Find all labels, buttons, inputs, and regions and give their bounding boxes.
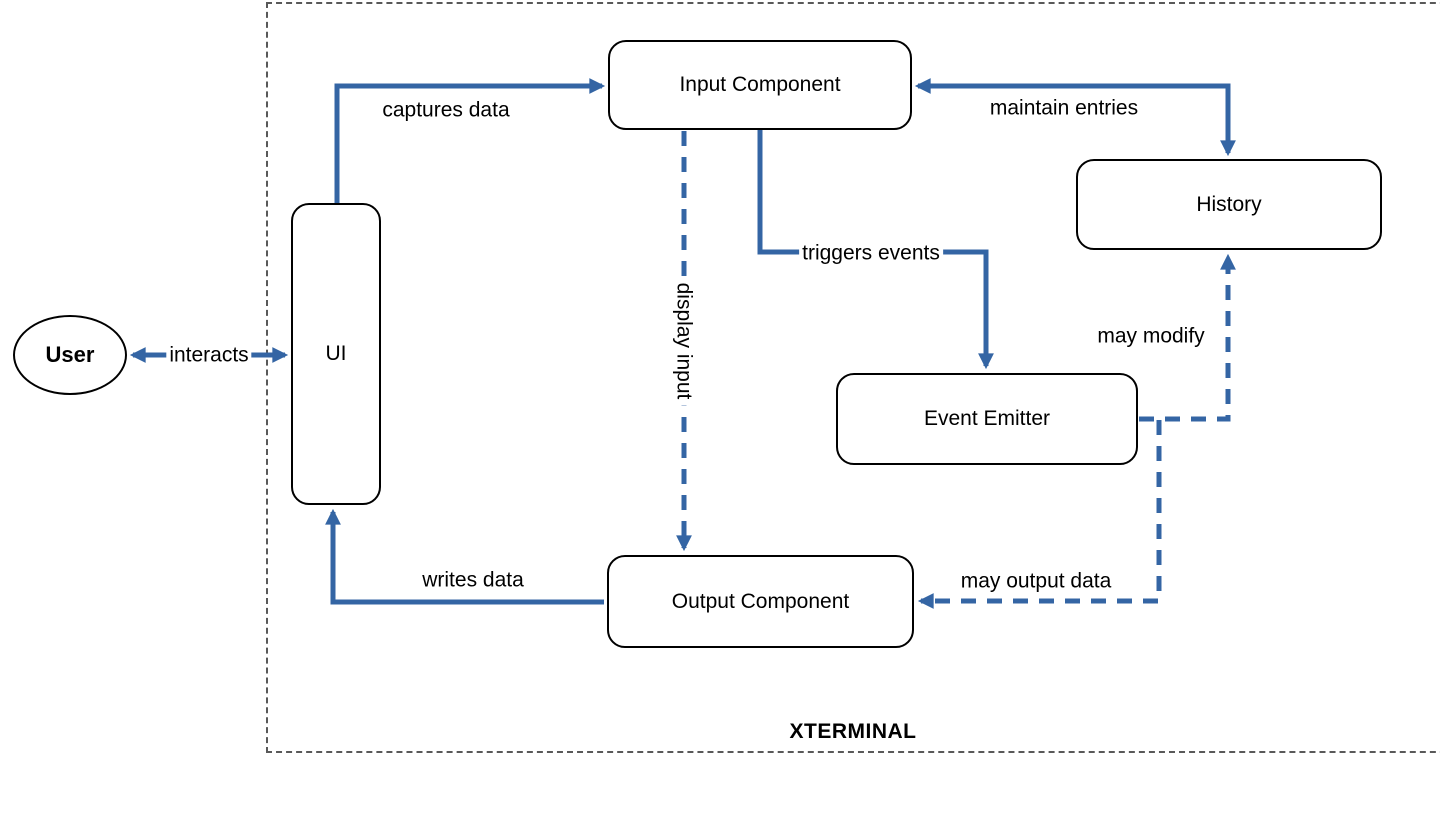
edge-label-display-input: display input [672, 276, 696, 406]
edge-label-writes-data: writes data [422, 568, 524, 592]
node-ui-label: UI [325, 342, 347, 365]
node-input-component-label: Input Component [679, 73, 841, 96]
node-history-label: History [1196, 192, 1262, 216]
node-output-component-label: Output Component [671, 589, 850, 613]
node-user: User [13, 315, 127, 395]
node-event-emitter: Event Emitter [836, 373, 1138, 465]
node-output-component: Output Component [607, 555, 914, 648]
node-user-label: User [45, 342, 95, 367]
edge-label-may-modify: may modify [1097, 324, 1205, 348]
edge-label-may-output-data: may output data [960, 569, 1112, 593]
edge-captures-data [334, 78, 606, 203]
edge-writes-data [325, 508, 604, 605]
xterminal-boundary [266, 2, 1440, 753]
edge-maintain-entries [914, 78, 1236, 157]
edge-label-triggers-events: triggers events [799, 241, 943, 265]
edge-label-interacts: interacts [166, 343, 252, 367]
xterminal-boundary-title: XTERMINAL [789, 720, 917, 743]
node-input-component: Input Component [608, 40, 912, 130]
edge-may-modify [1139, 253, 1236, 422]
edge-label-maintain-entries: maintain entries [989, 96, 1139, 120]
edge-label-captures-data: captures data [382, 98, 510, 122]
node-event-emitter-label: Event Emitter [923, 407, 1051, 430]
edge-may-output-data [917, 420, 1162, 609]
node-history: History [1076, 159, 1382, 250]
node-ui: UI [291, 203, 381, 505]
